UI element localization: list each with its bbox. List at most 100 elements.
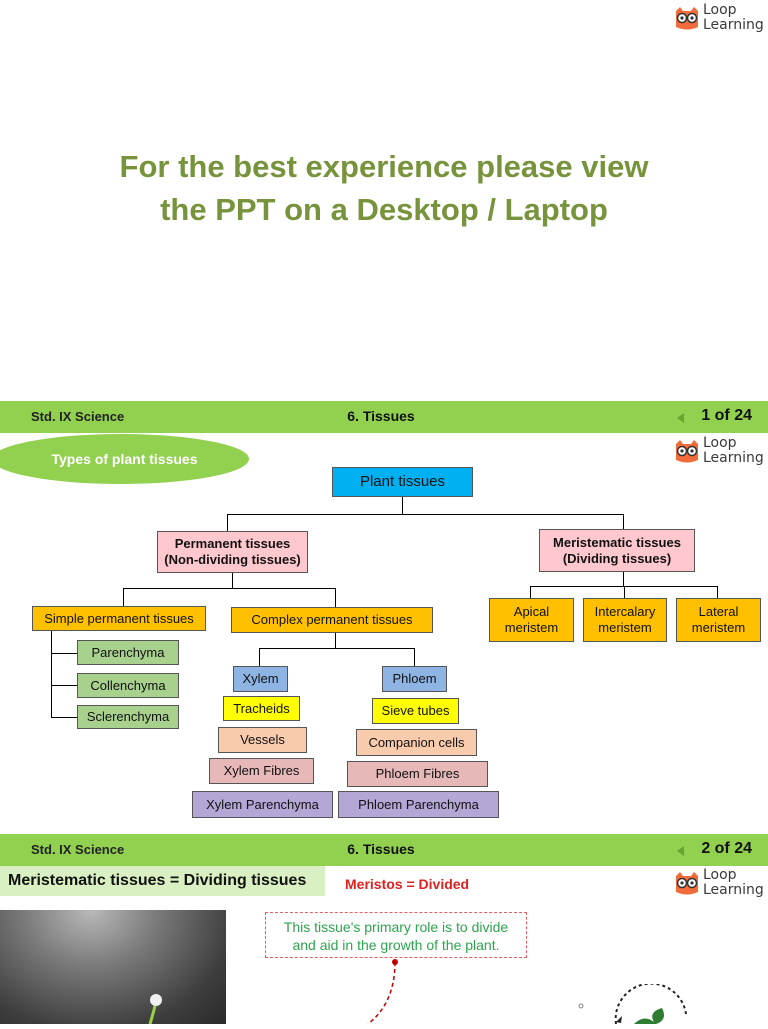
phloem-parenchyma-label: Phloem Parenchyma [358, 796, 479, 812]
connector [335, 633, 336, 649]
logo-text-learning: Learning [703, 450, 764, 466]
slide2-heading-text: Meristematic tissues = Dividing tissues [8, 872, 307, 889]
companion-cells-label: Companion cells [368, 734, 465, 750]
complex-permanent-label: Complex permanent tissues [251, 612, 413, 627]
connector [51, 717, 77, 718]
slide2-heading: Meristematic tissues = Dividing tissues [0, 866, 325, 896]
connector [123, 588, 336, 589]
meristematic-tissues-sublabel: (Dividing tissues) [562, 550, 672, 566]
plant-tissues-label: Plant tissues [359, 473, 446, 490]
apical-meristem-box: Apical meristem [489, 598, 574, 642]
page-counter: 2 of 24 [701, 840, 752, 857]
connector [402, 497, 403, 515]
phloem-label: Phloem [392, 671, 437, 686]
meristematic-tissues-label: Meristematic tissues [553, 534, 681, 550]
parenchyma-box: Parenchyma [77, 640, 179, 665]
xylem-parenchyma-box: Xylem Parenchyma [192, 791, 333, 818]
intro-line-1: For the best experience please view [119, 149, 649, 184]
connector [227, 514, 624, 515]
phloem-fibres-label: Phloem Fibres [375, 766, 460, 781]
dashed-arrow [367, 959, 398, 1024]
connector [335, 588, 336, 607]
xylem-label: Xylem [242, 671, 279, 686]
logo-text-learning: Learning [703, 17, 764, 33]
back-arrow-icon[interactable] [677, 413, 684, 423]
slide1-header-bar: Std. IX Science 6. Tissues 1 of 24 [0, 401, 768, 433]
slide1-title: Types of plant tissues [51, 451, 198, 467]
connector [51, 685, 77, 686]
connector [259, 648, 260, 666]
logo-text-learning: Learning [703, 882, 764, 898]
meristematic-tissues-box: Meristematic tissues (Dividing tissues) [539, 529, 695, 572]
companion-cells-box: Companion cells [356, 729, 477, 756]
intro-message: For the best experience please view the … [0, 145, 768, 231]
callout-line-1: This tissue's primary role is to divide [283, 919, 509, 935]
sclerenchyma-label: Sclerenchyma [86, 709, 170, 724]
intercalary-meristem-box: Intercalary meristem [583, 598, 667, 642]
complex-permanent-box: Complex permanent tissues [231, 607, 433, 633]
vessels-box: Vessels [218, 727, 307, 753]
connector [259, 648, 415, 649]
collenchyma-label: Collenchyma [90, 677, 166, 693]
permanent-tissues-box: Permanent tissues (Non-dividing tissues) [157, 531, 308, 573]
chapter-title: 6. Tissues [347, 841, 415, 857]
back-arrow-icon[interactable] [677, 846, 684, 856]
callout-line-2: and aid in the growth of the plant. [292, 937, 500, 953]
intro-line-2: the PPT on a Desktop / Laptop [160, 192, 608, 227]
intercalary-meristem-sublabel: meristem [598, 620, 652, 635]
meristos-definition: Meristos = Divided [345, 876, 470, 892]
sclerenchyma-box: Sclerenchyma [77, 705, 179, 729]
slide1-title-ellipse: Types of plant tissues [0, 434, 249, 484]
slide2-header-bar: Std. IX Science 6. Tissues 2 of 24 [0, 834, 768, 866]
owl-icon [676, 872, 698, 895]
phloem-parenchyma-box: Phloem Parenchyma [338, 791, 499, 818]
apical-meristem-sublabel: meristem [504, 620, 559, 635]
subject-label: Std. IX Science [31, 842, 125, 857]
connector [530, 586, 531, 598]
subject-label: Std. IX Science [31, 409, 125, 424]
connector [232, 573, 233, 589]
lateral-meristem-box: Lateral meristem [676, 598, 761, 642]
permanent-tissues-label: Permanent tissues [174, 536, 291, 551]
connector [51, 653, 77, 654]
tracheids-label: Tracheids [233, 700, 290, 716]
xylem-parenchyma-label: Xylem Parenchyma [206, 796, 319, 812]
connector [623, 514, 624, 529]
connector [414, 648, 415, 666]
intercalary-meristem-label: Intercalary [594, 604, 656, 619]
seedling-illustration [148, 994, 162, 1025]
lateral-meristem-sublabel: meristem [691, 620, 746, 635]
connector [51, 631, 52, 717]
xylem-box: Xylem [233, 666, 288, 692]
phloem-box: Phloem [382, 666, 447, 692]
vessels-label: Vessels [240, 732, 285, 747]
logo-text-loop: Loop [703, 435, 737, 451]
logo-text-loop: Loop [703, 2, 737, 18]
xylem-fibres-label: Xylem Fibres [223, 763, 300, 778]
phloem-fibres-box: Phloem Fibres [347, 761, 488, 787]
connector [227, 514, 228, 531]
connector [624, 586, 625, 598]
owl-icon [676, 440, 698, 463]
growth-cycle-icon [578, 984, 687, 1024]
sieve-tubes-label: Sieve tubes [381, 703, 450, 718]
connector [717, 586, 718, 598]
simple-permanent-label: Simple permanent tissues [44, 610, 194, 626]
connector [623, 572, 624, 587]
xylem-fibres-box: Xylem Fibres [209, 758, 314, 784]
connector [123, 588, 124, 606]
collenchyma-box: Collenchyma [77, 673, 179, 698]
parenchyma-label: Parenchyma [91, 644, 165, 660]
apical-meristem-label: Apical [513, 604, 550, 619]
tracheids-box: Tracheids [223, 696, 300, 721]
permanent-tissues-sublabel: (Non-dividing tissues) [164, 552, 301, 567]
sieve-tubes-box: Sieve tubes [372, 698, 459, 724]
logo-text-loop: Loop [703, 867, 737, 883]
lateral-meristem-label: Lateral [698, 604, 739, 619]
seedling-photo [0, 910, 226, 1025]
plant-tissues-box: Plant tissues [332, 467, 473, 497]
chapter-title: 6. Tissues [347, 408, 415, 424]
